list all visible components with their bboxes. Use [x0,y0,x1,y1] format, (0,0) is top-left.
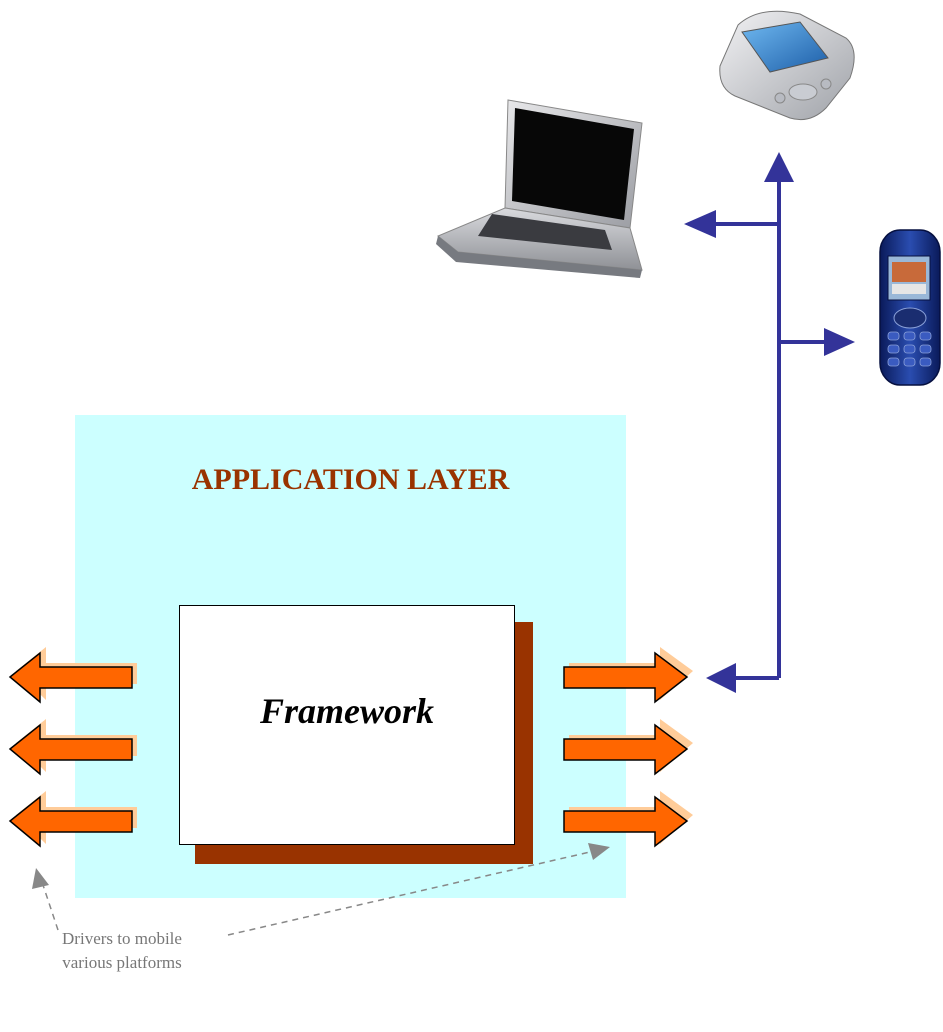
framework-box [179,605,515,845]
right-driver-arrows [563,647,693,848]
pda-device-icon [719,10,855,121]
framework-label: Framework [259,691,435,731]
left-driver-arrow [8,719,137,776]
right-driver-arrow [563,791,693,848]
bus-arrow-to-phone [824,328,855,356]
right-driver-arrow [563,719,693,776]
left-driver-arrow [8,791,137,848]
right-driver-arrow [563,647,693,704]
bus-arrow-to-laptop [684,210,716,238]
laptop-device-icon [436,99,643,278]
device-bus-lines [712,175,830,680]
left-driver-arrows [8,647,137,848]
application-layer-title: APPLICATION LAYER [191,463,510,496]
bus-arrow-to-framework [706,663,736,693]
bus-arrow-to-pda [764,152,794,182]
caption-line: various platforms [62,953,182,972]
caption-pointer-lines [41,851,591,936]
left-driver-arrow [8,647,137,704]
pointer-arrowhead-right [588,843,610,860]
caption-line: Drivers to mobile [62,929,182,948]
drivers-caption: Drivers to mobile various platforms [22,927,222,975]
mobile-phone-device-icon [879,229,941,386]
pointer-arrowhead-left [32,868,49,889]
